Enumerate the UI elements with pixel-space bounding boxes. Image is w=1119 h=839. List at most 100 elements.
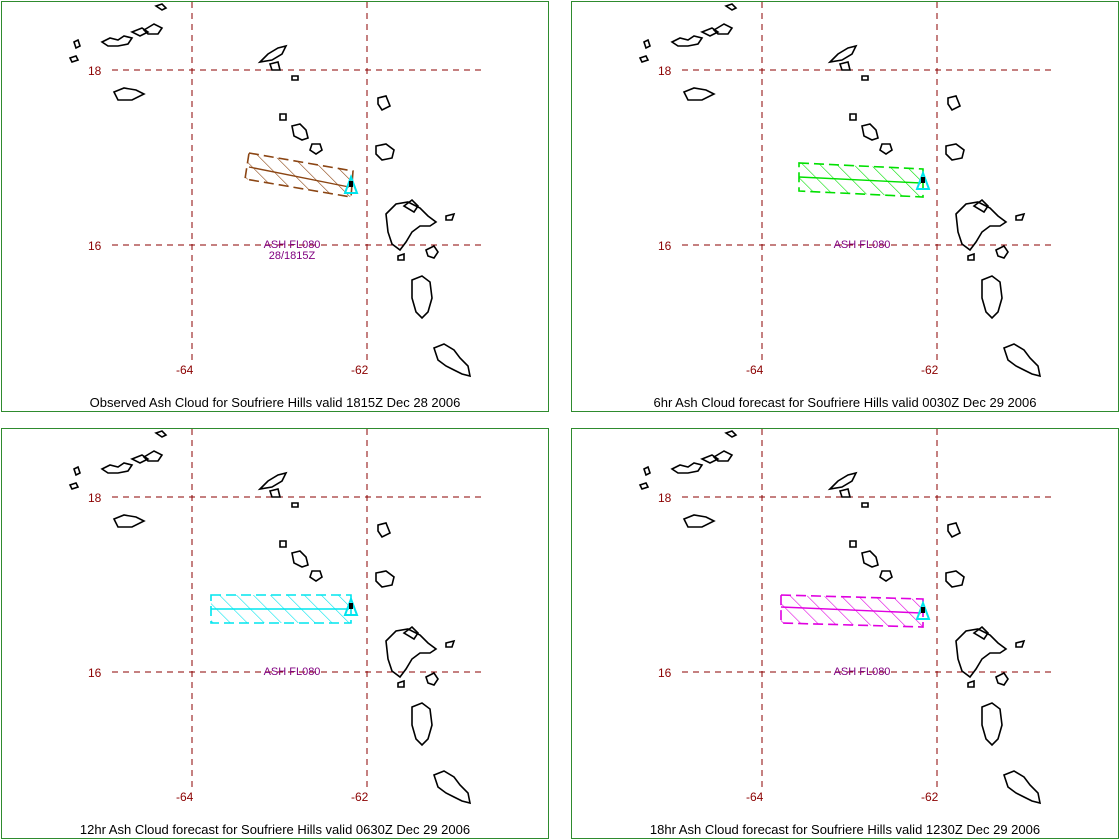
ash-label-line-0: ASH FL080	[264, 239, 321, 251]
island-outline	[142, 450, 164, 462]
island-outline	[73, 38, 81, 50]
ash-cloud-axis	[798, 176, 922, 184]
lat-label-18: 18	[658, 64, 672, 78]
island-outline	[700, 454, 720, 464]
island-outline	[291, 550, 309, 568]
island-outline	[377, 522, 392, 539]
island-outline	[257, 471, 288, 491]
island-outline	[861, 550, 879, 568]
island-outline	[879, 143, 893, 155]
island-outline	[670, 35, 704, 47]
coastlines	[638, 430, 1042, 805]
island-outline	[849, 540, 857, 548]
island-outline	[425, 671, 439, 686]
island-outline	[827, 471, 858, 491]
island-outline	[712, 23, 734, 35]
map-12hr: 18 16 -64 -62 ASH FL080	[68, 429, 482, 805]
lon-label--64: -64	[746, 790, 764, 804]
island-outline	[73, 465, 81, 477]
island-outline	[112, 514, 146, 528]
island-outline	[68, 482, 80, 490]
island-outline	[154, 3, 168, 11]
island-outline	[682, 514, 716, 528]
island-outline	[291, 502, 299, 508]
caption-6hr: 6hr Ash Cloud forecast for Soufriere Hil…	[653, 395, 1037, 410]
lat-label-16: 16	[88, 239, 102, 253]
lat-label-16: 16	[88, 666, 102, 680]
ash-label-line-1: 28/1815Z	[269, 250, 316, 262]
island-outline	[947, 522, 962, 539]
volcano-vent-icon	[921, 177, 925, 183]
island-outline	[838, 488, 852, 498]
island-outline	[142, 23, 164, 35]
island-outline	[402, 198, 420, 214]
lat-label-16: 16	[658, 666, 672, 680]
lon-label--62: -62	[351, 363, 369, 377]
island-outline	[879, 570, 893, 582]
island-outline	[309, 570, 323, 582]
lon-label--62: -62	[921, 790, 939, 804]
island-outline	[100, 35, 134, 47]
lon-label--64: -64	[176, 790, 194, 804]
island-outline	[130, 27, 150, 37]
ash-cloud-axis	[248, 166, 350, 188]
island-outline	[397, 252, 405, 261]
island-outline	[291, 123, 309, 141]
island-outline	[724, 430, 738, 438]
island-outline	[112, 87, 146, 101]
lat-label-18: 18	[88, 64, 102, 78]
coastlines	[68, 3, 472, 378]
island-outline	[154, 430, 168, 438]
island-outline	[377, 95, 392, 112]
island-outline	[268, 488, 282, 498]
ash-cloud-polygon	[244, 152, 354, 198]
lat-label-16: 16	[658, 239, 672, 253]
island-outline	[279, 540, 287, 548]
volcano-vent-icon	[921, 607, 925, 613]
lon-label--62: -62	[351, 790, 369, 804]
island-outline	[402, 625, 420, 641]
coastlines	[638, 3, 1042, 378]
ash-label-line-0: ASH FL080	[264, 666, 321, 678]
island-outline	[945, 143, 965, 161]
island-outline	[995, 244, 1009, 259]
island-outline	[712, 450, 734, 462]
island-outline	[397, 679, 405, 688]
island-outline	[955, 201, 1008, 252]
island-outline	[279, 113, 287, 121]
island-outline	[861, 75, 869, 81]
island-outline	[445, 639, 456, 648]
lon-label--64: -64	[176, 363, 194, 377]
lat-label-18: 18	[88, 491, 102, 505]
island-outline	[1003, 770, 1042, 805]
island-outline	[700, 27, 720, 37]
island-outline	[291, 75, 299, 81]
island-outline	[638, 482, 650, 490]
island-outline	[849, 113, 857, 121]
island-outline	[309, 143, 323, 155]
island-outline	[445, 212, 456, 221]
island-outline	[972, 198, 990, 214]
island-outline	[433, 343, 472, 378]
island-outline	[385, 201, 438, 252]
island-outline	[861, 123, 879, 141]
island-outline	[411, 702, 433, 747]
island-outline	[375, 143, 395, 161]
island-outline	[724, 3, 738, 11]
coastlines	[68, 430, 472, 805]
ash-cloud-axis	[780, 606, 922, 614]
island-outline	[643, 465, 651, 477]
island-outline	[1015, 212, 1026, 221]
island-outline	[257, 44, 288, 64]
island-outline	[100, 462, 134, 474]
island-outline	[827, 44, 858, 64]
island-outline	[425, 244, 439, 259]
island-outline	[967, 679, 975, 688]
island-outline	[130, 454, 150, 464]
island-outline	[375, 570, 395, 588]
